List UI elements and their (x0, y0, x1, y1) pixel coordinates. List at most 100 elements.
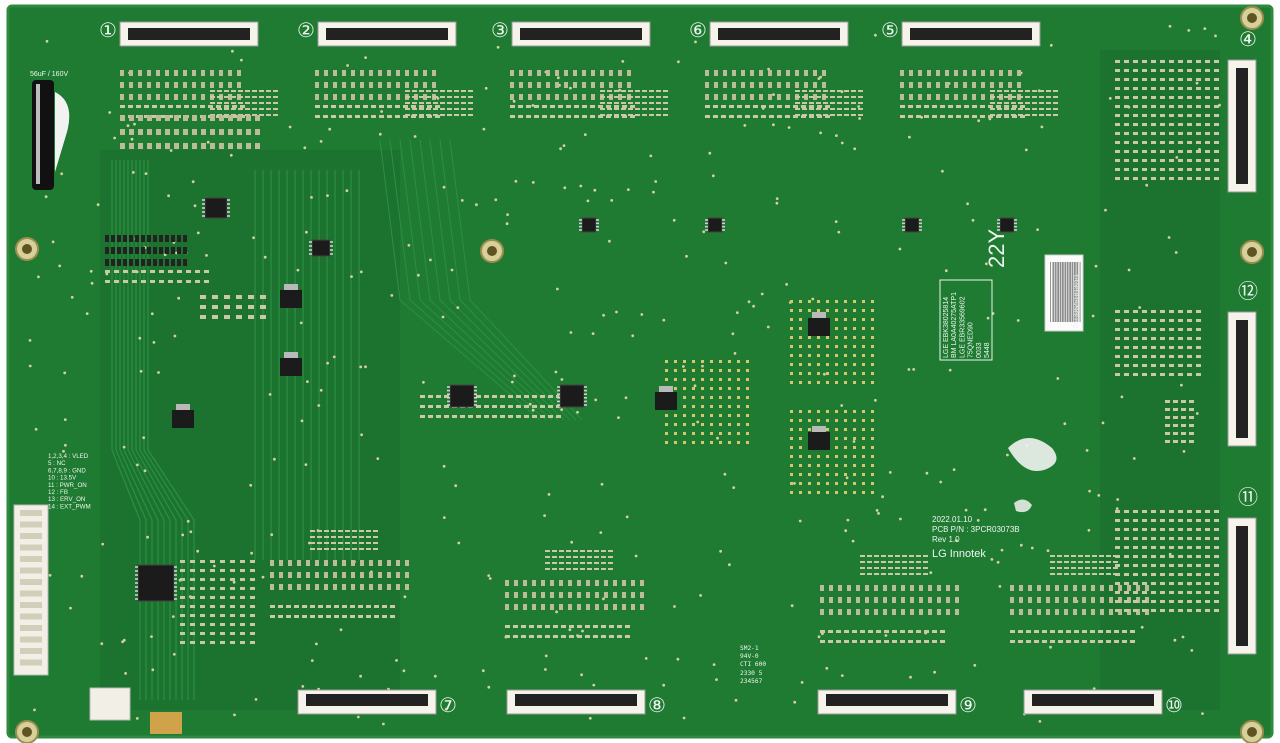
barcode-bar (1052, 262, 1054, 322)
smd-pad (294, 615, 299, 618)
smd-pad (144, 115, 149, 118)
smd-pad (210, 102, 215, 104)
smd-pad (1187, 328, 1192, 331)
smd-pad (245, 108, 250, 110)
smd-pad (1187, 582, 1192, 585)
smd-pad (1205, 609, 1210, 612)
smd-pad (1178, 177, 1183, 180)
smd-pad (1028, 585, 1032, 591)
smd-pad (246, 115, 251, 121)
smd-pad (851, 96, 856, 98)
smd-pad (230, 560, 235, 563)
smd-pad (908, 105, 913, 108)
ic-pin (722, 219, 725, 221)
smd-pad (1196, 609, 1201, 612)
smd-pad (351, 70, 355, 76)
smd-pad (1017, 70, 1021, 76)
smd-pad (333, 82, 337, 88)
smd-pad (1109, 597, 1113, 603)
smd-pad (371, 115, 376, 118)
smd-pad (932, 640, 937, 643)
via (229, 153, 233, 157)
smd-pad (231, 102, 236, 104)
ic-pin (919, 222, 922, 225)
smd-pad (656, 90, 661, 92)
smd-pad (790, 437, 793, 440)
smd-pad (427, 105, 432, 108)
smd-pad (881, 567, 886, 569)
via (576, 410, 579, 414)
smd-pad (171, 235, 175, 242)
smd-pad (558, 105, 563, 108)
smd-pad (804, 70, 808, 76)
capacitor-rating-label: 56uF / 160V (30, 71, 68, 78)
smd-pad (627, 70, 631, 76)
smd-pad (627, 82, 631, 88)
smd-pad (1169, 310, 1174, 313)
smd-pad (516, 405, 521, 408)
smd-pad (201, 129, 206, 135)
smd-pad (1142, 582, 1147, 585)
via (733, 352, 737, 355)
smd-pad (200, 641, 205, 644)
smd-pad (591, 94, 595, 100)
smd-pad (1082, 597, 1086, 603)
ic-pin (584, 393, 587, 395)
via (48, 573, 52, 577)
smd-pad (858, 114, 863, 116)
smd-pad (1124, 555, 1129, 558)
smd-pad (919, 585, 923, 591)
smd-pad (1196, 355, 1201, 358)
smd-pad (111, 259, 115, 266)
smd-pad (826, 354, 829, 357)
smd-pad (1181, 416, 1186, 419)
smd-pad (366, 536, 371, 538)
via (231, 49, 234, 53)
smd-pad (871, 491, 874, 494)
smd-pad (555, 82, 559, 88)
smd-pad (412, 108, 417, 110)
smd-pad (236, 305, 242, 309)
smd-pad (591, 70, 595, 76)
smd-pad (1073, 585, 1077, 591)
smd-pad (220, 596, 225, 599)
connector-pin (20, 613, 42, 620)
smd-pad (665, 360, 668, 363)
smd-pad (454, 108, 459, 110)
smd-pad (1010, 630, 1015, 633)
smd-pad (224, 90, 229, 92)
smd-pad (273, 114, 278, 116)
smd-pad (396, 584, 400, 590)
via (326, 361, 329, 365)
smd-pad (1032, 96, 1037, 98)
smd-pad (692, 387, 695, 390)
smd-pad (1142, 168, 1147, 171)
smd-pad (1160, 78, 1165, 81)
via (196, 549, 200, 553)
smd-pad (817, 410, 820, 413)
smd-pad (705, 70, 709, 76)
smd-pad (165, 235, 169, 242)
smd-pad (1178, 510, 1183, 513)
smd-pad (710, 378, 713, 381)
smd-pad (537, 70, 541, 76)
smd-pad (224, 315, 230, 319)
smd-pad (360, 94, 364, 100)
smd-pad (617, 625, 622, 628)
smd-pad (238, 90, 243, 92)
smd-pad (1178, 132, 1183, 135)
smd-pad (1178, 519, 1183, 522)
ic-pin (135, 590, 138, 592)
smd-pad (990, 108, 995, 110)
smd-pad (862, 446, 865, 449)
smd-pad (333, 94, 337, 100)
smd-pad (701, 441, 704, 444)
smd-pad (510, 115, 515, 118)
smd-pad (363, 115, 368, 118)
smd-pad (580, 550, 585, 552)
smd-pad (1115, 573, 1120, 576)
ffc-connector-slot (520, 28, 642, 40)
smd-pad (190, 632, 195, 635)
smd-pad (105, 235, 109, 242)
via (1127, 268, 1131, 272)
